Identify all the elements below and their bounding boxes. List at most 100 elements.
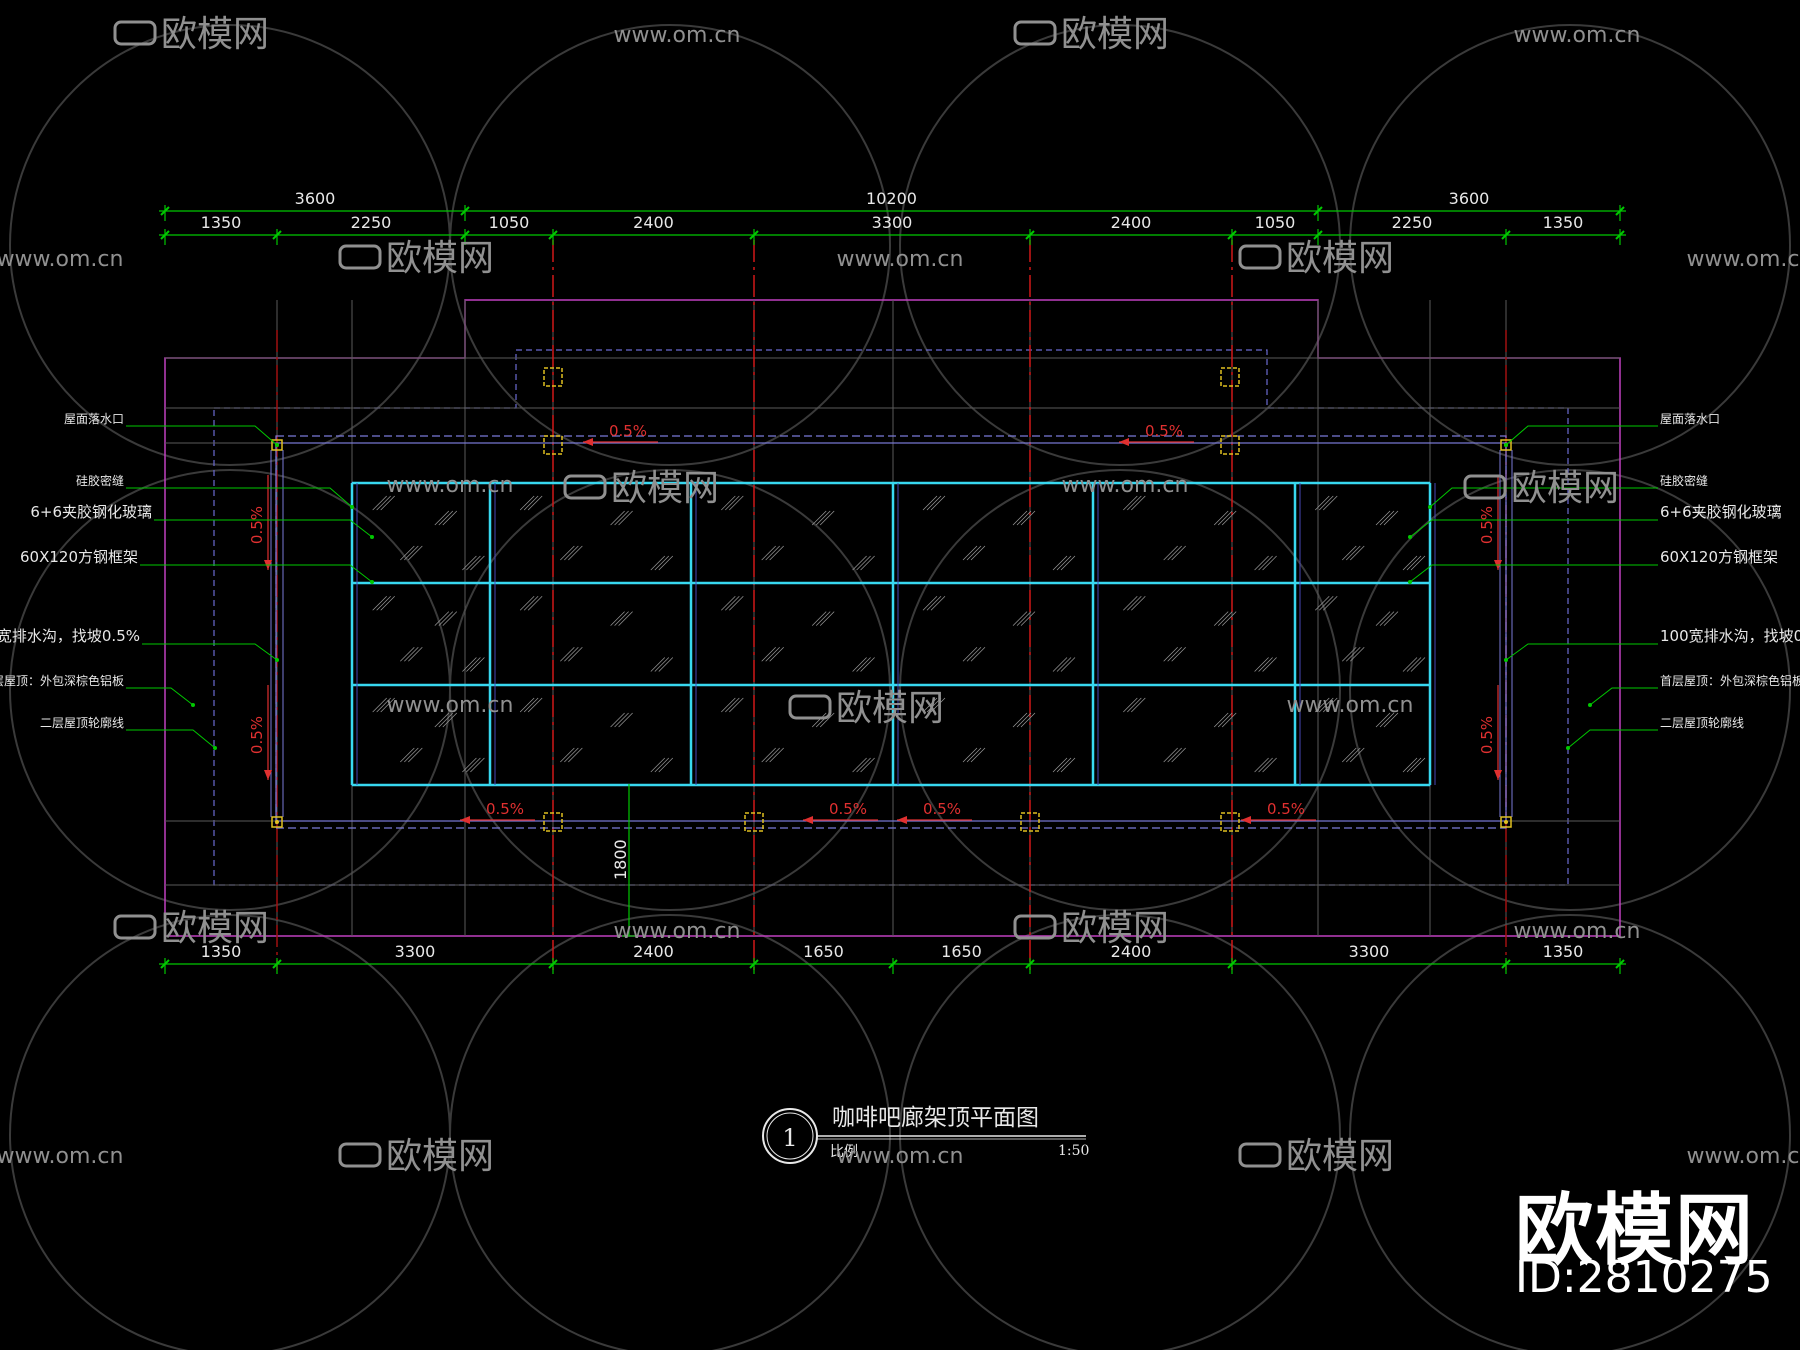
glass-hatch	[1410, 555, 1426, 571]
leader-dot	[1408, 580, 1412, 584]
glass-hatch	[1350, 545, 1365, 561]
glass-hatch	[658, 757, 674, 773]
watermark-url: www.om.cn	[1287, 693, 1414, 718]
title-block: 1 咖啡吧廊架顶平面图 比例 1:50	[762, 1105, 1089, 1164]
glass-hatch	[610, 611, 625, 626]
drainage-gutter	[275, 435, 1507, 829]
brand-watermark-id: ID:2810275	[1515, 1252, 1773, 1303]
scale-value: 1:50	[1058, 1143, 1089, 1159]
glass-hatch	[1052, 657, 1068, 672]
watermark-url: www.om.cn	[387, 693, 514, 718]
drawing-title: 咖啡吧廊架顶平面图	[832, 1105, 1039, 1131]
glass-hatch	[1056, 555, 1072, 571]
glass-hatch	[1375, 611, 1391, 626]
glass-hatch	[560, 545, 575, 561]
glass-hatch	[1056, 757, 1072, 773]
dim-top-detail-tick	[1501, 230, 1511, 240]
leader-line	[1505, 425, 1658, 446]
watermark-sofa-icon	[113, 20, 157, 46]
glass-hatch	[962, 747, 978, 763]
glass-hatch	[1123, 596, 1138, 611]
label-right: 屋面落水口	[1660, 412, 1720, 426]
glass-hatch	[1262, 757, 1277, 773]
leader-dot	[1588, 703, 1592, 707]
slope-arrowhead	[1119, 438, 1129, 446]
glass-hatch	[654, 555, 670, 571]
glass-hatch	[856, 555, 871, 571]
glass-hatch	[1060, 757, 1076, 773]
leader-dot	[350, 505, 354, 509]
leader-line	[154, 519, 373, 538]
slope-arrowhead	[1494, 770, 1502, 780]
watermark-url: www.om.cn	[837, 1144, 964, 1169]
glass-hatch	[610, 510, 625, 526]
glass-hatch	[1350, 647, 1365, 662]
label-right: 100宽排水沟，找坡0.5%	[1660, 627, 1800, 645]
leader-line	[1409, 564, 1658, 583]
glass-hatch	[1406, 657, 1422, 672]
glass-hatch	[930, 697, 946, 713]
glass-hatch	[1402, 555, 1418, 571]
glass-hatch	[650, 555, 666, 571]
label-left: 60X120方钢框架	[20, 548, 138, 566]
watermark-url: www.om.cn	[614, 919, 741, 944]
watermark-brand: 欧模网	[161, 908, 269, 949]
watermark-url: www.om.cn	[0, 1144, 123, 1169]
slope-label: 0.5%	[1478, 716, 1496, 754]
roof-drains	[270, 367, 1513, 832]
roof-drain	[543, 367, 563, 387]
glass-hatch	[815, 611, 831, 626]
dim-bottom-tick	[1615, 959, 1625, 969]
leader-dot	[370, 580, 374, 584]
watermark-sofa-icon	[338, 1142, 382, 1168]
glass-hatch	[721, 495, 736, 511]
dim-top-detail-tick	[1227, 230, 1237, 240]
glass-hatch	[1323, 596, 1338, 611]
glass-hatch	[372, 495, 387, 511]
glass-hatch	[1402, 657, 1418, 672]
dim-top-detail-text: 3300	[872, 213, 913, 232]
dim-top-detail-tick	[548, 230, 558, 240]
glass-hatch	[1052, 757, 1068, 773]
glass-hatch	[926, 697, 942, 713]
glass-hatch	[1217, 611, 1233, 626]
glass-hatch	[376, 596, 391, 611]
glass-hatch	[614, 611, 629, 626]
leader-line	[142, 643, 278, 661]
vertical-dimension: 1800	[611, 784, 636, 937]
dim-bottom-tick	[888, 959, 898, 969]
glass-hatch	[442, 510, 458, 526]
drain-outlet-center	[275, 820, 279, 824]
glass-hatch	[761, 545, 776, 561]
glass-hatch	[765, 647, 780, 662]
glass-hatch	[1221, 712, 1237, 728]
dim-bottom-text: 1650	[941, 942, 982, 961]
slope-arrowhead	[803, 816, 813, 824]
glass-hatch	[408, 747, 423, 763]
glass-hatch	[519, 697, 535, 713]
glass-hatch	[926, 495, 942, 511]
glass-hatch	[1217, 510, 1233, 526]
label-left: 首层屋顶：外包深棕色铝板	[0, 673, 124, 688]
glass-hatch	[1012, 712, 1028, 728]
roof-drain	[744, 812, 764, 832]
label-left: 100宽排水沟，找坡0.5%	[0, 627, 140, 645]
drain-outlet	[1500, 816, 1512, 828]
glass-hatch	[962, 545, 978, 561]
glass-hatch	[1131, 697, 1146, 713]
watermark-text: 欧模网欧模网欧模网欧模网欧模网欧模网欧模网欧模网欧模网欧模网欧模网www.om.…	[0, 14, 1800, 1177]
dim-top-detail-tick	[1615, 230, 1625, 240]
leader-line	[126, 687, 194, 706]
dim-top-detail-text: 1350	[1543, 213, 1584, 232]
glass-hatch	[1016, 712, 1032, 728]
watermark-url: www.om.cn	[1062, 473, 1189, 498]
watermark-sofa-icon	[563, 474, 607, 500]
glass-hatch	[1410, 757, 1426, 773]
dim-bottom-tick	[160, 959, 170, 969]
glass-hatch	[1346, 647, 1361, 662]
glass-hatch	[470, 555, 485, 571]
glass-hatch	[462, 555, 477, 571]
glass-hatch	[400, 545, 415, 561]
roof-drain	[1220, 812, 1240, 832]
glass-hatch	[1375, 712, 1391, 728]
